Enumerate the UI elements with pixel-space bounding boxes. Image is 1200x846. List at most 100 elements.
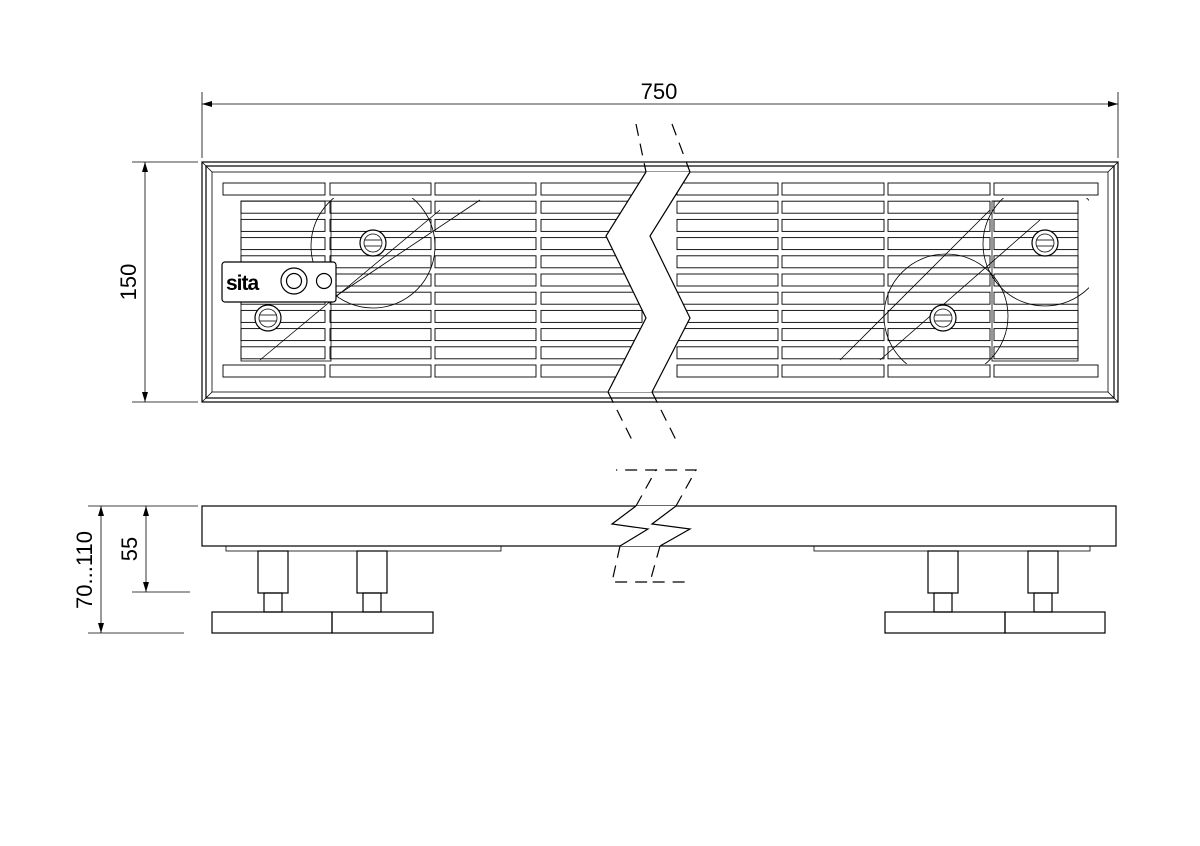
grate-slot <box>887 346 991 360</box>
grate-slot <box>222 364 326 378</box>
foot-spindle-housing <box>356 550 388 594</box>
dimension-length: 750 <box>201 79 1119 158</box>
foot-spindle-housing <box>257 550 289 594</box>
dimension-total-height: 70...110 <box>72 505 184 634</box>
grate-slot <box>434 218 537 232</box>
grate-slot <box>329 364 432 378</box>
grate-slot <box>434 309 537 323</box>
grate-slot <box>240 346 326 360</box>
grate-slot <box>329 291 432 305</box>
base-plate <box>813 545 1091 552</box>
grate-slot <box>329 200 432 214</box>
grate-slot <box>781 309 885 323</box>
foot-pad <box>211 611 333 634</box>
grate-slot <box>676 346 779 360</box>
grate-slot <box>781 182 885 196</box>
dimension-width: 150 <box>116 161 198 403</box>
grate-slot <box>329 182 432 196</box>
grate-slot <box>676 309 779 323</box>
foot-pad <box>1004 611 1106 634</box>
grate-slot <box>434 200 537 214</box>
grate-slot <box>887 291 991 305</box>
grate-slot <box>676 273 779 287</box>
grate-slot <box>676 237 779 251</box>
grate-slot <box>993 328 1079 342</box>
grate-slot <box>434 255 537 269</box>
grate-slot <box>781 218 885 232</box>
brand-logo: sita <box>221 261 337 303</box>
foot-spindle <box>933 592 953 613</box>
grate-slot <box>993 309 1079 323</box>
grate-slot <box>240 328 326 342</box>
grate-slot <box>540 328 643 342</box>
foot-spindle-housing <box>927 550 959 594</box>
grate-slot <box>993 346 1079 360</box>
grate-slot <box>993 200 1079 214</box>
foot-spindle <box>263 592 283 613</box>
logo-wordmark: sita <box>226 272 260 295</box>
grate-slot <box>887 182 991 196</box>
dimension-label-total-height: 70...110 <box>72 531 97 609</box>
grate-slot <box>993 291 1079 305</box>
grate-slot <box>676 218 779 232</box>
grate-slot <box>676 200 779 214</box>
grate-slot <box>540 309 643 323</box>
grate-slot <box>240 200 326 214</box>
grate-slot <box>781 273 885 287</box>
grate-slot <box>329 273 432 287</box>
grate-slot <box>329 218 432 232</box>
frame-inner <box>205 165 1115 399</box>
foot-pad <box>884 611 1006 634</box>
dimension-body-height: 55 <box>117 505 198 593</box>
foot-pad <box>331 611 434 634</box>
grate-slot <box>329 328 432 342</box>
grate-slot <box>887 364 991 378</box>
grate-slot <box>887 200 991 214</box>
grate-slot <box>222 182 326 196</box>
foot-spindle <box>362 592 382 613</box>
grate-slot <box>676 182 779 196</box>
grate-slot <box>887 237 991 251</box>
grate-slot <box>887 273 991 287</box>
grate-slot <box>781 291 885 305</box>
grate-slot <box>434 291 537 305</box>
frame-outer <box>201 161 1119 403</box>
grate-slot <box>434 328 537 342</box>
dimension-label-width: 150 <box>116 264 141 301</box>
grate-slot <box>887 255 991 269</box>
grate-slot <box>434 346 537 360</box>
fixing-bolt <box>1031 229 1059 257</box>
grate-slot <box>993 182 1099 196</box>
grate-slot <box>434 182 537 196</box>
grate-slot <box>993 273 1079 287</box>
grate-slot <box>434 273 537 287</box>
grate-slot <box>676 328 779 342</box>
grate-slot <box>240 218 326 232</box>
grate-slot <box>329 346 432 360</box>
grate-slot <box>781 255 885 269</box>
grate-slot <box>434 237 537 251</box>
fixing-bolt <box>254 304 282 332</box>
grate-slot <box>781 200 885 214</box>
grate-slot <box>781 237 885 251</box>
grate-slot <box>993 218 1079 232</box>
grate-slot <box>540 182 643 196</box>
fixing-bolt <box>929 304 957 332</box>
grate-slot <box>329 309 432 323</box>
foot-spindle <box>1033 592 1053 613</box>
grate-slot <box>434 364 537 378</box>
grate-slot <box>887 218 991 232</box>
grate-slot <box>676 255 779 269</box>
grate-slot <box>781 346 885 360</box>
base-plate <box>225 545 502 552</box>
fixing-bolt <box>359 229 387 257</box>
grate-slot <box>993 255 1079 269</box>
grate-slot <box>540 291 643 305</box>
grate-slot <box>676 291 779 305</box>
break-lines <box>605 123 698 583</box>
grate-slot <box>240 237 326 251</box>
foot-spindle-housing <box>1027 550 1059 594</box>
grate-slot <box>781 328 885 342</box>
dimension-label-length: 750 <box>641 79 678 104</box>
